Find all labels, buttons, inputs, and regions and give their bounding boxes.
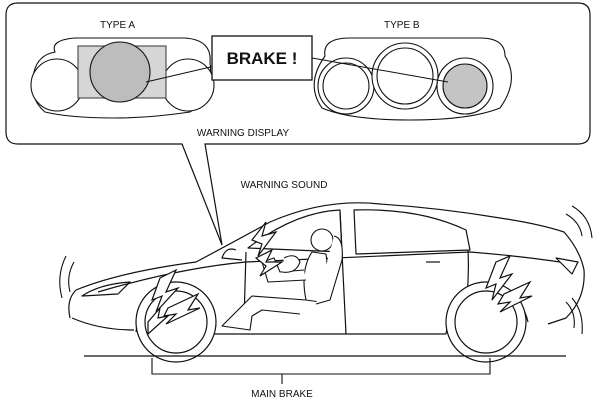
type-b-label: TYPE B — [384, 20, 420, 31]
brake-message-box — [211, 35, 313, 81]
instrument-cluster-type-b-icon — [311, 37, 512, 121]
front-brake-bolts — [147, 268, 201, 336]
rear-brake-bolts — [484, 254, 533, 313]
brake-message: BRAKE ! — [227, 49, 298, 68]
main-brake-bracket — [151, 358, 491, 384]
warning-display-label: WARNING DISPLAY — [197, 128, 290, 139]
type-a-label: TYPE A — [100, 20, 135, 31]
warning-sound-label: WARNING SOUND — [241, 180, 328, 191]
main-brake-label: MAIN BRAKE — [251, 389, 313, 400]
sound-wave-icon — [59, 205, 593, 335]
lightning-bolt-icon — [251, 221, 285, 277]
instrument-cluster-type-a-icon — [30, 37, 233, 119]
